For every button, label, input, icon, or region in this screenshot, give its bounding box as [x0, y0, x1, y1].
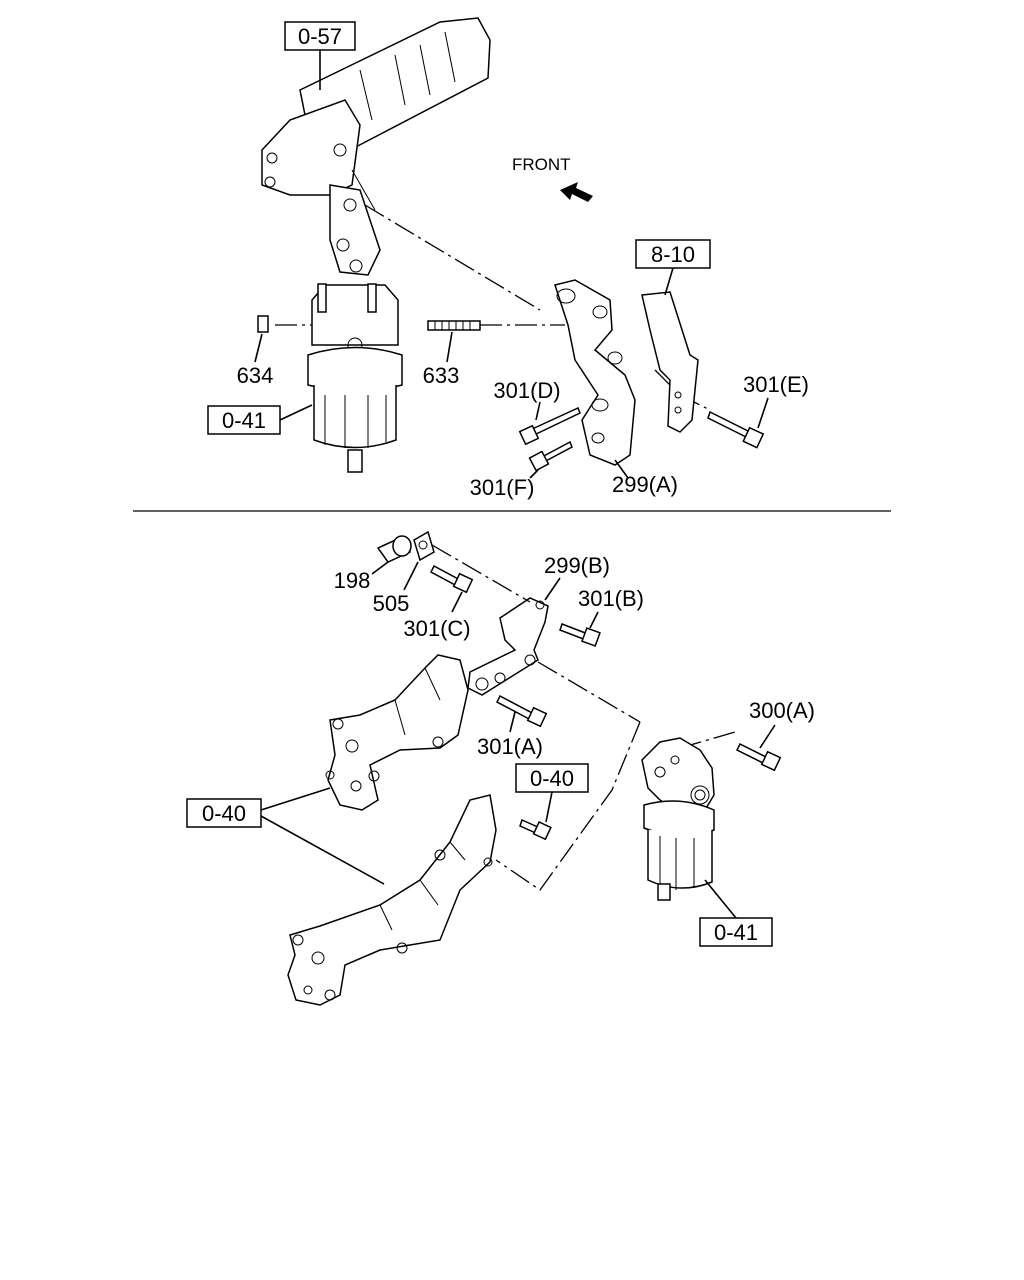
- ref-mount-center-label: 0-40: [530, 766, 574, 791]
- engine-mount-bracket-lower: [287, 794, 497, 1006]
- fuel-filter-bottom: [641, 737, 715, 901]
- ref-exhaust-label: 0-57: [298, 24, 342, 49]
- ref-mount-left-label: 0-40: [202, 801, 246, 826]
- ref-bracket-label: 8-10: [651, 242, 695, 267]
- part-198: [376, 535, 412, 563]
- ref-filter-top-label: 0-41: [222, 408, 266, 433]
- part-505: [413, 530, 435, 562]
- part-634-label: 634: [237, 363, 274, 388]
- bolt-301a: [496, 694, 548, 728]
- bolt-301d: [518, 406, 581, 446]
- front-label: FRONT: [512, 155, 571, 174]
- part-633-label: 633: [423, 363, 460, 388]
- part-505-label: 505: [373, 591, 410, 616]
- bolt-301f: [528, 440, 573, 472]
- bracket-299a: [554, 279, 636, 466]
- part-301e-label: 301(E): [743, 372, 809, 397]
- bolt-300a: [735, 742, 782, 772]
- bolt-301e: [707, 410, 765, 449]
- part-301a-label: 301(A): [477, 734, 543, 759]
- part-300a-label: 300(A): [749, 698, 815, 723]
- ref-box-filter-bottom: [699, 917, 773, 947]
- front-arrow-icon: [560, 182, 593, 202]
- bracket-8-10: [641, 291, 699, 433]
- bolt-mount-center: [519, 818, 552, 841]
- part-299a-label: 299(A): [612, 472, 678, 497]
- part-634: [257, 315, 269, 333]
- ref-box-filter-top: [207, 405, 281, 435]
- fuel-filter-top: [307, 283, 403, 473]
- part-198-label: 198: [334, 568, 371, 593]
- bolt-301c: [430, 564, 474, 594]
- engine-mount-bracket-upper: [325, 654, 469, 811]
- ref-box-bracket: [635, 239, 711, 269]
- part-301c-label: 301(C): [403, 616, 470, 641]
- part-301f-label: 301(F): [470, 475, 535, 500]
- bracket-299b: [467, 597, 549, 696]
- part-301b-label: 301(B): [578, 586, 644, 611]
- exhaust-manifold-assembly: [261, 17, 491, 276]
- part-299b-label: 299(B): [544, 553, 610, 578]
- ref-filter-bottom-label: 0-41: [714, 920, 758, 945]
- part-301d-label: 301(D): [493, 378, 560, 403]
- bolt-301b: [559, 623, 601, 647]
- ref-box-mount-left: [186, 798, 262, 828]
- ref-box-exhaust: [284, 21, 356, 51]
- part-633: [427, 320, 481, 331]
